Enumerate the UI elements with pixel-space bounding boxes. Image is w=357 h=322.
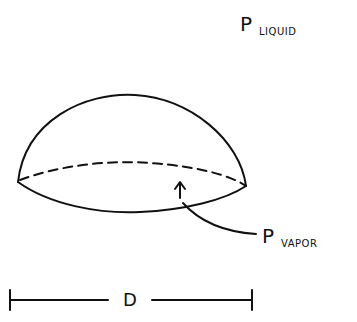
dimension-tick <box>10 290 252 310</box>
bubble-base-front <box>18 182 246 212</box>
pressure-symbol: P <box>262 226 274 246</box>
bubble-base-back <box>20 162 246 186</box>
pressure-symbol: P <box>240 14 252 34</box>
dome-outline <box>18 95 246 186</box>
pressure-arrow <box>175 182 185 198</box>
pressure-subscript: LIQUID <box>259 27 296 37</box>
dimension-label: D <box>120 291 140 309</box>
pressure-subscript: VAPOR <box>281 239 317 249</box>
leader-line <box>183 203 256 234</box>
